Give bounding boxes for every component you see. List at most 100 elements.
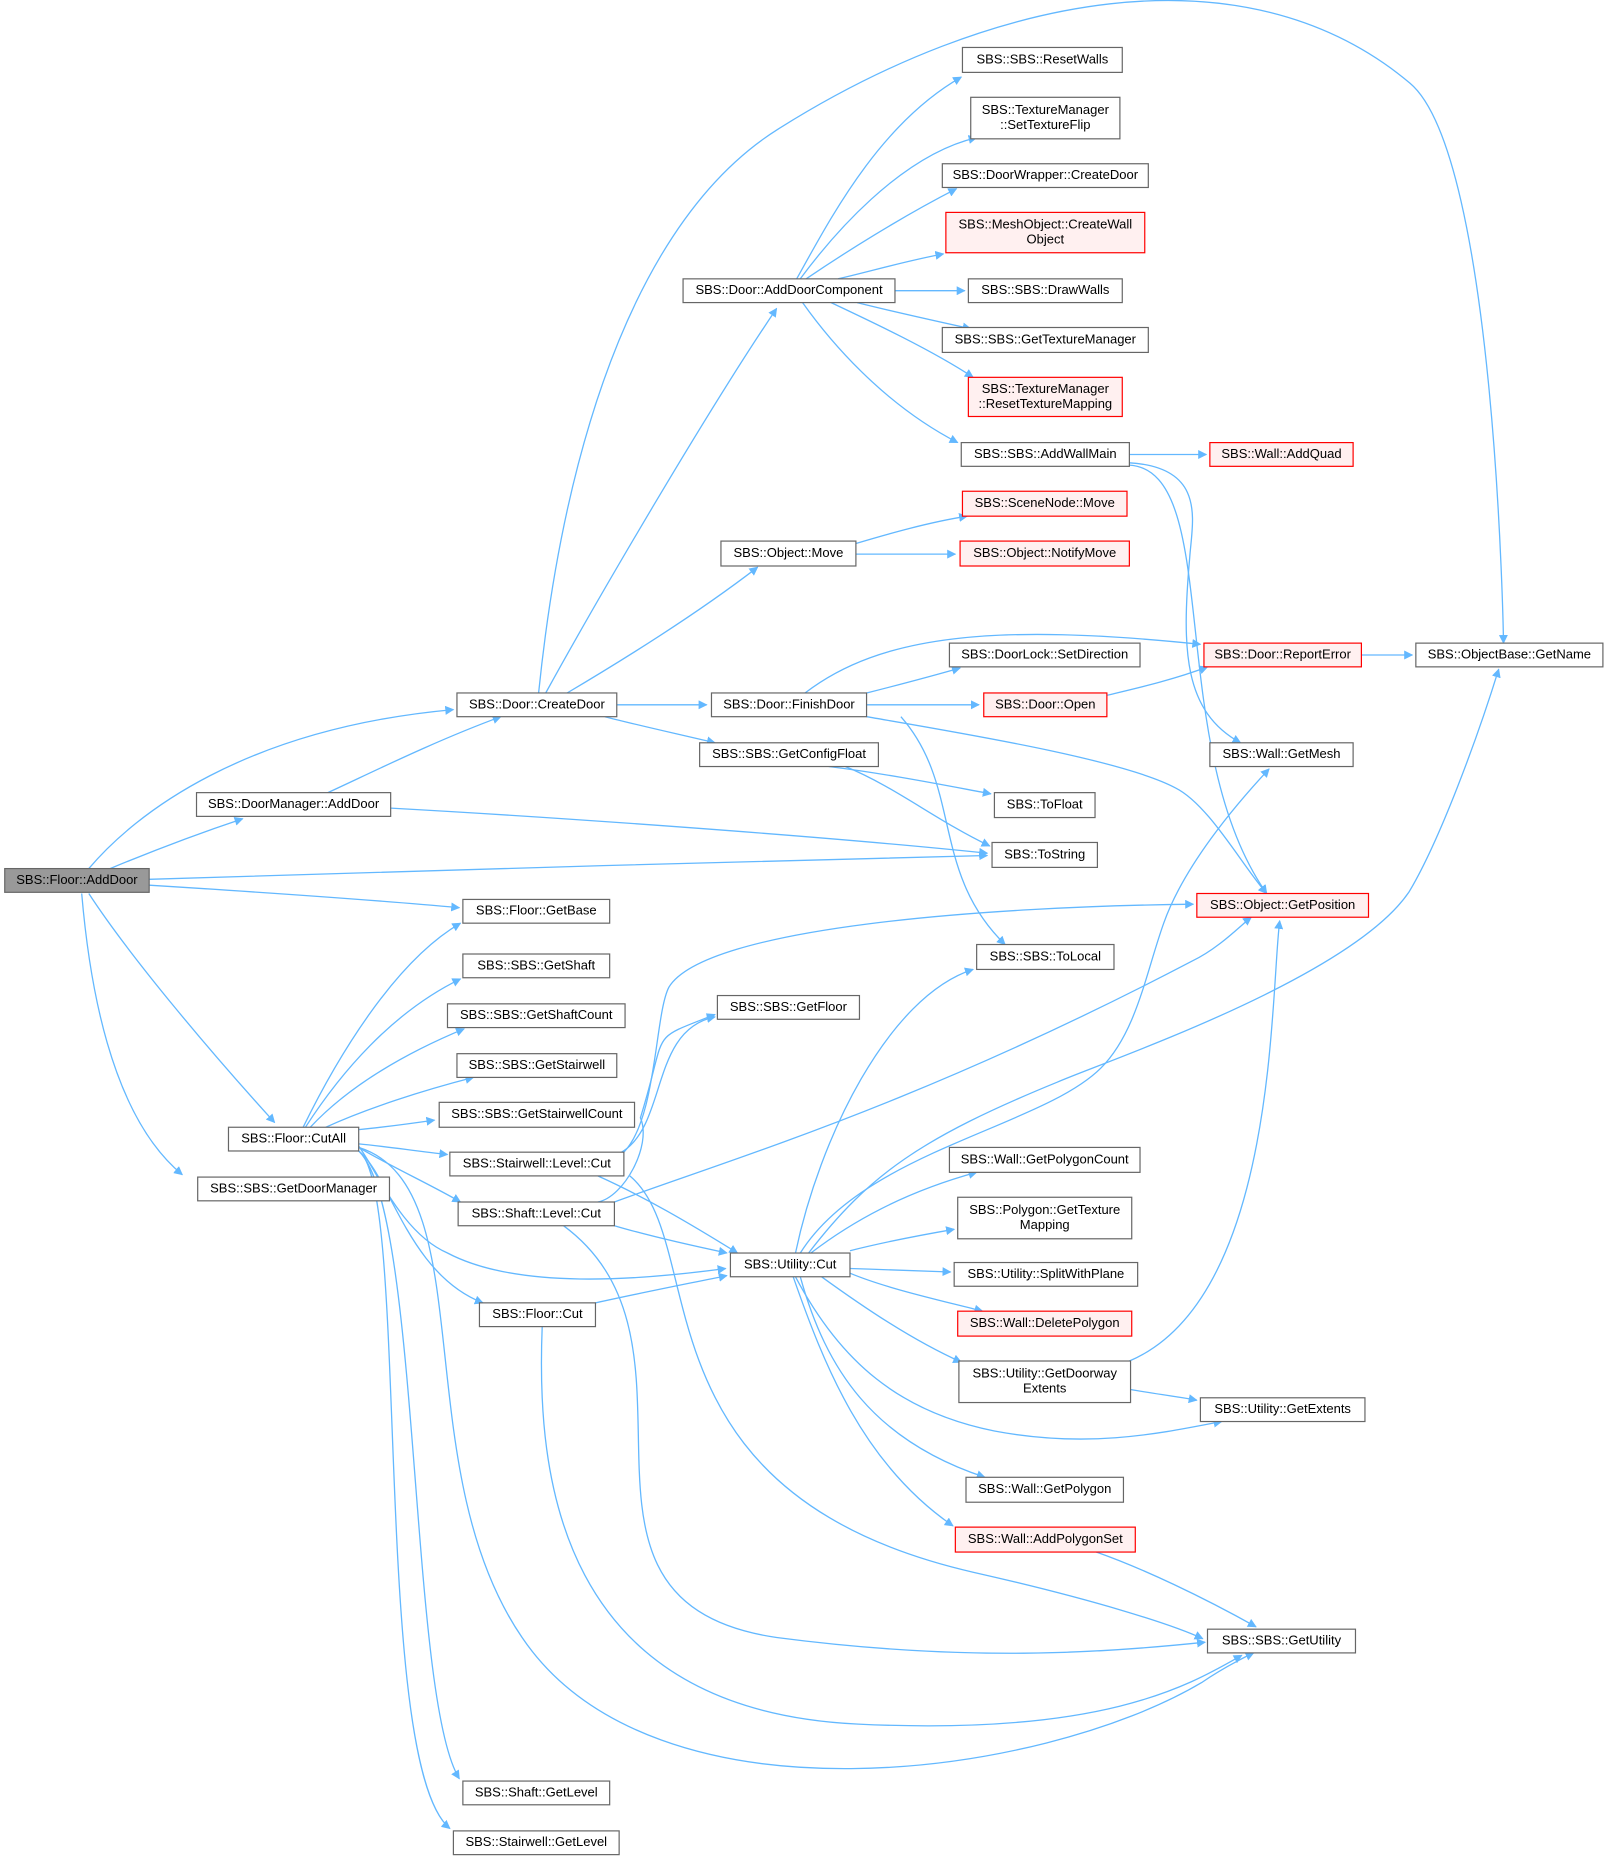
- node-box[interactable]: [452, 1830, 620, 1856]
- node-box[interactable]: [456, 1053, 618, 1079]
- node-box[interactable]: [1415, 642, 1604, 668]
- node-box[interactable]: [462, 953, 611, 979]
- node-box[interactable]: [983, 692, 1108, 718]
- node-reporterr[interactable]: SBS::Door::ReportError: [1203, 642, 1362, 668]
- node-utilcut[interactable]: SBS::Utility::Cut: [729, 1252, 851, 1278]
- node-box[interactable]: [961, 490, 1128, 517]
- node-addcomp[interactable]: SBS::Door::AddDoorComponent: [682, 278, 896, 304]
- node-box[interactable]: [957, 1196, 1133, 1240]
- node-addpolyset[interactable]: SBS::Wall::AddPolygonSet: [954, 1526, 1136, 1553]
- node-resettexmap[interactable]: SBS::TextureManager::ResetTextureMapping: [967, 376, 1123, 418]
- node-box[interactable]: [446, 1003, 626, 1029]
- node-tofloat[interactable]: SBS::ToFloat: [993, 792, 1096, 819]
- node-box[interactable]: [1199, 1397, 1366, 1423]
- node-box[interactable]: [438, 1101, 636, 1128]
- node-getpolycount[interactable]: SBS::Wall::GetPolygonCount: [948, 1146, 1141, 1173]
- node-getbase[interactable]: SBS::Floor::GetBase: [462, 898, 611, 924]
- node-getname[interactable]: SBS::ObjectBase::GetName: [1415, 642, 1604, 668]
- node-box[interactable]: [720, 540, 857, 567]
- node-box[interactable]: [957, 1310, 1133, 1337]
- node-box[interactable]: [4, 867, 150, 893]
- node-box[interactable]: [945, 211, 1146, 254]
- node-adddoor[interactable]: SBS::Floor::AddDoor: [4, 867, 150, 893]
- node-createdoor[interactable]: SBS::Door::CreateDoor: [456, 692, 618, 718]
- node-stair_getlevel[interactable]: SBS::Stairwell::GetLevel: [452, 1830, 620, 1856]
- node-getextents[interactable]: SBS::Utility::GetExtents: [1199, 1397, 1366, 1423]
- node-resetwalls[interactable]: SBS::SBS::ResetWalls: [961, 46, 1123, 73]
- node-box[interactable]: [197, 1176, 391, 1202]
- node-box[interactable]: [699, 742, 879, 768]
- node-box[interactable]: [462, 1780, 611, 1806]
- node-box[interactable]: [1206, 1628, 1357, 1654]
- node-dooropen[interactable]: SBS::Door::Open: [983, 692, 1108, 718]
- node-box[interactable]: [1209, 742, 1354, 768]
- node-addquad[interactable]: SBS::Wall::AddQuad: [1209, 441, 1354, 467]
- node-box[interactable]: [1203, 642, 1362, 668]
- node-setdir[interactable]: SBS::DoorLock::SetDirection: [948, 642, 1141, 668]
- node-getfloor[interactable]: SBS::SBS::GetFloor: [716, 994, 861, 1020]
- node-getutility[interactable]: SBS::SBS::GetUtility: [1206, 1628, 1357, 1654]
- node-box[interactable]: [1209, 441, 1354, 467]
- node-box[interactable]: [991, 841, 1099, 868]
- node-stair_levelcut[interactable]: SBS::Stairwell::Level::Cut: [449, 1151, 625, 1177]
- node-getposition[interactable]: SBS::Object::GetPosition: [1196, 892, 1370, 918]
- node-box[interactable]: [948, 1146, 1141, 1173]
- node-drawwalls[interactable]: SBS::SBS::DrawWalls: [967, 278, 1123, 304]
- node-box[interactable]: [965, 1476, 1125, 1503]
- node-tostring[interactable]: SBS::ToString: [991, 841, 1099, 868]
- node-getpolygon[interactable]: SBS::Wall::GetPolygon: [965, 1476, 1125, 1503]
- node-cutall[interactable]: SBS::Floor::CutAll: [227, 1126, 360, 1152]
- node-box[interactable]: [958, 1360, 1132, 1404]
- node-objmove[interactable]: SBS::Object::Move: [720, 540, 857, 567]
- node-box[interactable]: [970, 96, 1121, 140]
- node-box[interactable]: [960, 441, 1130, 467]
- node-splitplane[interactable]: SBS::Utility::SplitWithPlane: [953, 1261, 1139, 1287]
- node-getconfigfloat[interactable]: SBS::SBS::GetConfigFloat: [699, 742, 879, 768]
- node-box[interactable]: [941, 326, 1149, 354]
- node-box[interactable]: [967, 278, 1123, 304]
- node-getshaft[interactable]: SBS::SBS::GetShaft: [462, 953, 611, 979]
- node-floorcut[interactable]: SBS::Floor::Cut: [478, 1302, 597, 1328]
- node-box[interactable]: [682, 278, 896, 304]
- node-dm_adddoor[interactable]: SBS::DoorManager::AddDoor: [195, 792, 392, 817]
- node-box[interactable]: [976, 943, 1115, 971]
- node-box[interactable]: [959, 540, 1130, 567]
- node-box[interactable]: [993, 792, 1096, 819]
- node-box[interactable]: [456, 692, 618, 718]
- node-box[interactable]: [195, 792, 392, 817]
- node-dw_createdoor[interactable]: SBS::DoorWrapper::CreateDoor: [941, 163, 1149, 189]
- node-scenemove[interactable]: SBS::SceneNode::Move: [961, 490, 1128, 517]
- node-box[interactable]: [462, 898, 611, 924]
- node-notifymove[interactable]: SBS::Object::NotifyMove: [959, 540, 1130, 567]
- node-getdoormgr[interactable]: SBS::SBS::GetDoorManager: [197, 1176, 391, 1202]
- node-box[interactable]: [967, 376, 1123, 418]
- node-getmesh[interactable]: SBS::Wall::GetMesh: [1209, 742, 1354, 768]
- node-box[interactable]: [954, 1526, 1136, 1553]
- node-box[interactable]: [1196, 892, 1370, 918]
- node-shaft_levelcut[interactable]: SBS::Shaft::Level::Cut: [457, 1201, 616, 1227]
- node-box[interactable]: [449, 1151, 625, 1177]
- node-addwallmain[interactable]: SBS::SBS::AddWallMain: [960, 441, 1130, 467]
- node-box[interactable]: [941, 163, 1149, 189]
- node-box[interactable]: [953, 1261, 1139, 1287]
- node-box[interactable]: [716, 994, 861, 1020]
- node-settexflip[interactable]: SBS::TextureManager::SetTextureFlip: [970, 96, 1121, 140]
- node-finishdoor[interactable]: SBS::Door::FinishDoor: [710, 692, 868, 718]
- node-box[interactable]: [478, 1302, 597, 1328]
- node-shaft_getlevel[interactable]: SBS::Shaft::GetLevel: [462, 1780, 611, 1806]
- node-box[interactable]: [457, 1201, 616, 1227]
- node-getstairwell[interactable]: SBS::SBS::GetStairwell: [456, 1053, 618, 1079]
- node-box[interactable]: [948, 642, 1141, 668]
- node-deletepoly[interactable]: SBS::Wall::DeletePolygon: [957, 1310, 1133, 1337]
- node-toloc[interactable]: SBS::SBS::ToLocal: [976, 943, 1115, 971]
- node-gettexmgr[interactable]: SBS::SBS::GetTextureManager: [941, 326, 1149, 354]
- node-getshaftcount[interactable]: SBS::SBS::GetShaftCount: [446, 1003, 626, 1029]
- node-box[interactable]: [961, 46, 1123, 73]
- node-box[interactable]: [227, 1126, 360, 1152]
- node-box[interactable]: [729, 1252, 851, 1278]
- node-getstairwellcount[interactable]: SBS::SBS::GetStairwellCount: [438, 1101, 636, 1128]
- node-box[interactable]: [710, 692, 868, 718]
